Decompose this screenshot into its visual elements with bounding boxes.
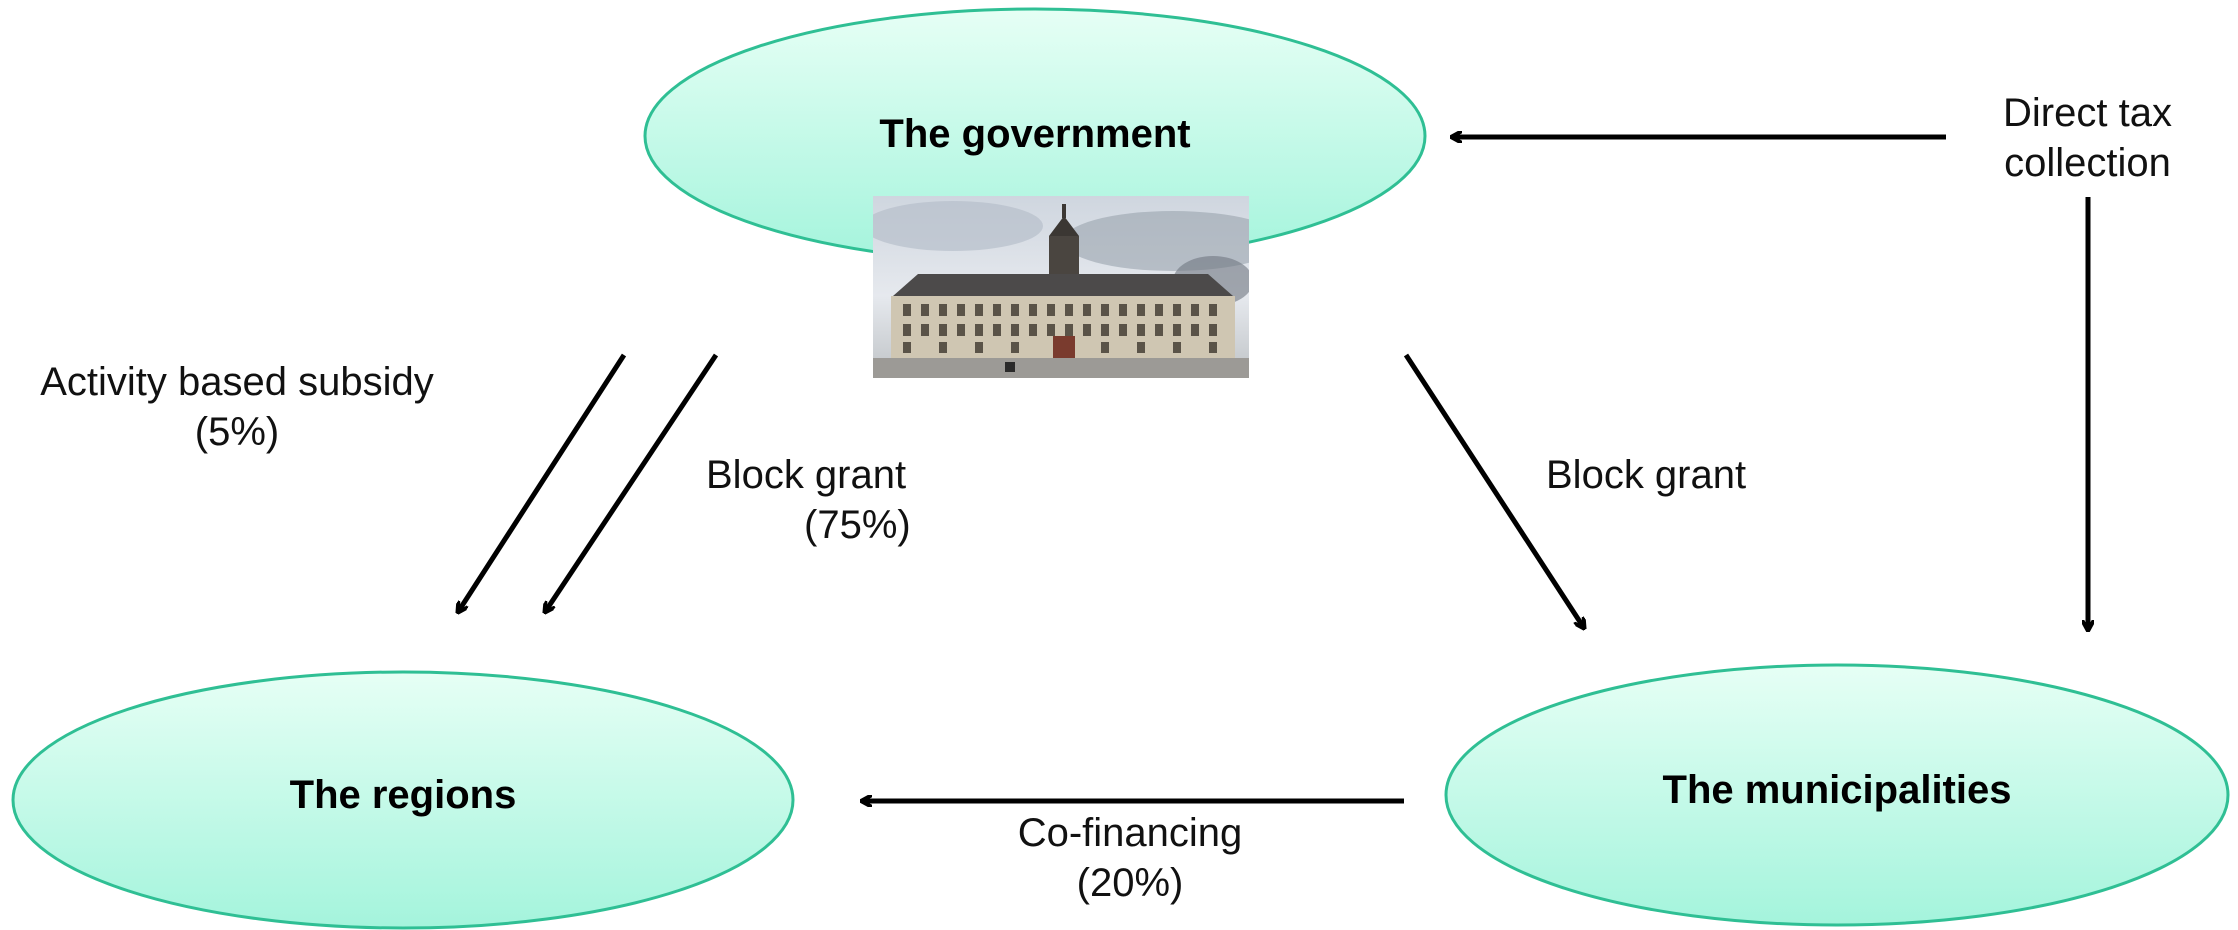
block-grant-regions-arrow: [545, 353, 719, 612]
regions-node: [11, 670, 795, 930]
direct-tax-label: Direct tax collection: [1990, 88, 2185, 188]
direct-tax-line-2: collection: [2004, 141, 2171, 185]
block-grant-regions-line-1: Block grant: [706, 453, 907, 497]
activity-subsidy-arrow: [458, 353, 627, 612]
government-building-photo: [873, 196, 1249, 378]
block-grant-regions-line-2: (75%): [804, 503, 911, 547]
activity-subsidy-label: Activity based subsidy (5%): [22, 357, 452, 457]
co-financing-line-2: (20%): [1076, 861, 1184, 905]
activity-subsidy-line-2: (5%): [194, 410, 280, 454]
block-grant-regions-label: Block grant (75%): [706, 450, 926, 550]
direct-tax-line-1: Direct tax: [2003, 91, 2172, 135]
block-grant-municipalities-label: Block grant: [1546, 453, 1747, 497]
government-label: The government: [879, 112, 1191, 156]
regions-label: The regions: [289, 773, 517, 817]
municipalities-label: The municipalities: [1662, 768, 2012, 812]
activity-subsidy-line-1: Activity based subsidy: [40, 360, 434, 404]
co-financing-label: Co-financing (20%): [1000, 808, 1260, 908]
municipalities-node: [1444, 663, 2230, 927]
block-grant-municipalities-arrow: [1403, 353, 1584, 628]
co-financing-line-1: Co-financing: [1017, 811, 1243, 855]
